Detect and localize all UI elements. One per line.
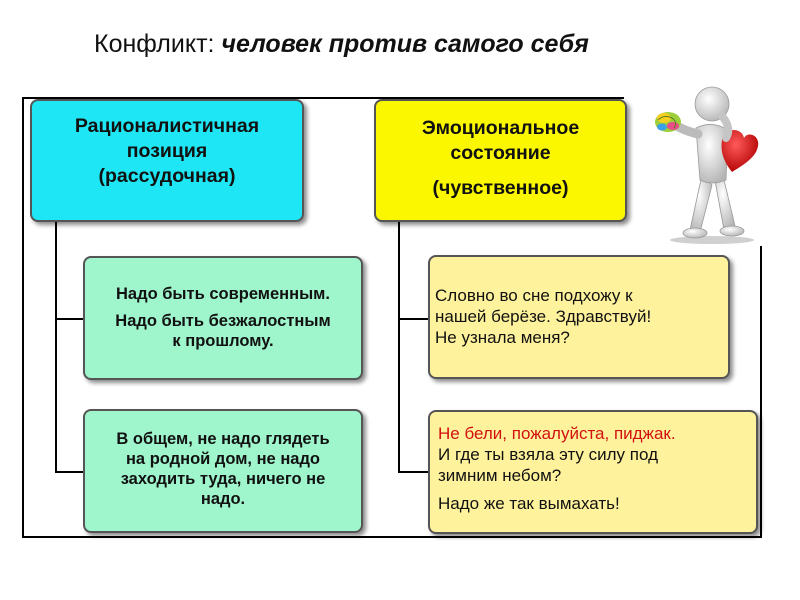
- frame-bottom-line: [22, 536, 762, 538]
- rational-box2-line1: В общем, не надо глядеть: [85, 429, 361, 449]
- right-connector-branch2: [398, 471, 428, 473]
- rational-box2-line2: на родной дом, не надо: [85, 449, 361, 469]
- left-connector-vertical: [55, 221, 57, 473]
- rational-statement-box-1: Надо быть современным. Надо быть безжало…: [83, 256, 363, 380]
- frame-left-line: [22, 97, 24, 538]
- page-title: Конфликт: человек против самого себя: [94, 30, 589, 59]
- rational-box2-line3: заходить туда, ничего не: [85, 469, 361, 489]
- emotional-header-line1: Эмоциональное: [376, 116, 625, 141]
- title-emphasis: человек против самого себя: [221, 30, 588, 58]
- rational-box1-line3: к прошлому.: [85, 331, 361, 351]
- frame-right-line: [760, 246, 762, 538]
- emotional-box2-line4: Надо же так вымахать!: [438, 493, 756, 514]
- emotional-header-line3: (чувственное): [376, 176, 625, 201]
- rational-statement-box-2: В общем, не надо глядеть на родной дом, …: [83, 409, 363, 533]
- rational-header-line3: (рассудочная): [32, 164, 302, 189]
- emotional-box2-line2: И где ты взяла эту силу под: [438, 444, 756, 465]
- rational-header-line1: Рационалистичная: [32, 114, 302, 139]
- rational-box2-line4: надо.: [85, 489, 361, 509]
- emotional-box1-line3: Не узнала меня?: [435, 327, 728, 348]
- emotional-box1-line2: нашей берёзе. Здравствуй!: [435, 306, 728, 327]
- rational-header-line2: позиция: [32, 139, 302, 164]
- emotional-state-header: Эмоциональное состояние (чувственное): [374, 99, 627, 222]
- title-prefix: Конфликт:: [94, 30, 214, 58]
- emotional-header-line2: состояние: [376, 141, 625, 166]
- emotional-box2-red-line: Не бели, пожалуйста, пиджак.: [438, 423, 756, 444]
- emotional-statement-box-1: Словно во сне подхожу к нашей берёзе. Зд…: [428, 255, 730, 379]
- thinking-man-with-heart-and-brain-icon: [652, 80, 762, 245]
- rational-box1-line2: Надо быть безжалостным: [85, 311, 361, 331]
- emotional-box1-line1: Словно во сне подхожу к: [435, 285, 728, 306]
- rational-position-header: Рационалистичная позиция (рассудочная): [30, 99, 304, 222]
- right-connector-branch1: [398, 318, 428, 320]
- left-connector-branch2: [55, 471, 83, 473]
- left-connector-branch1: [55, 318, 83, 320]
- right-connector-vertical: [398, 221, 400, 473]
- rational-box1-line1: Надо быть современным.: [85, 284, 361, 304]
- emotional-box2-line3: зимним небом?: [438, 465, 756, 486]
- emotional-statement-box-2: Не бели, пожалуйста, пиджак. И где ты вз…: [428, 410, 758, 534]
